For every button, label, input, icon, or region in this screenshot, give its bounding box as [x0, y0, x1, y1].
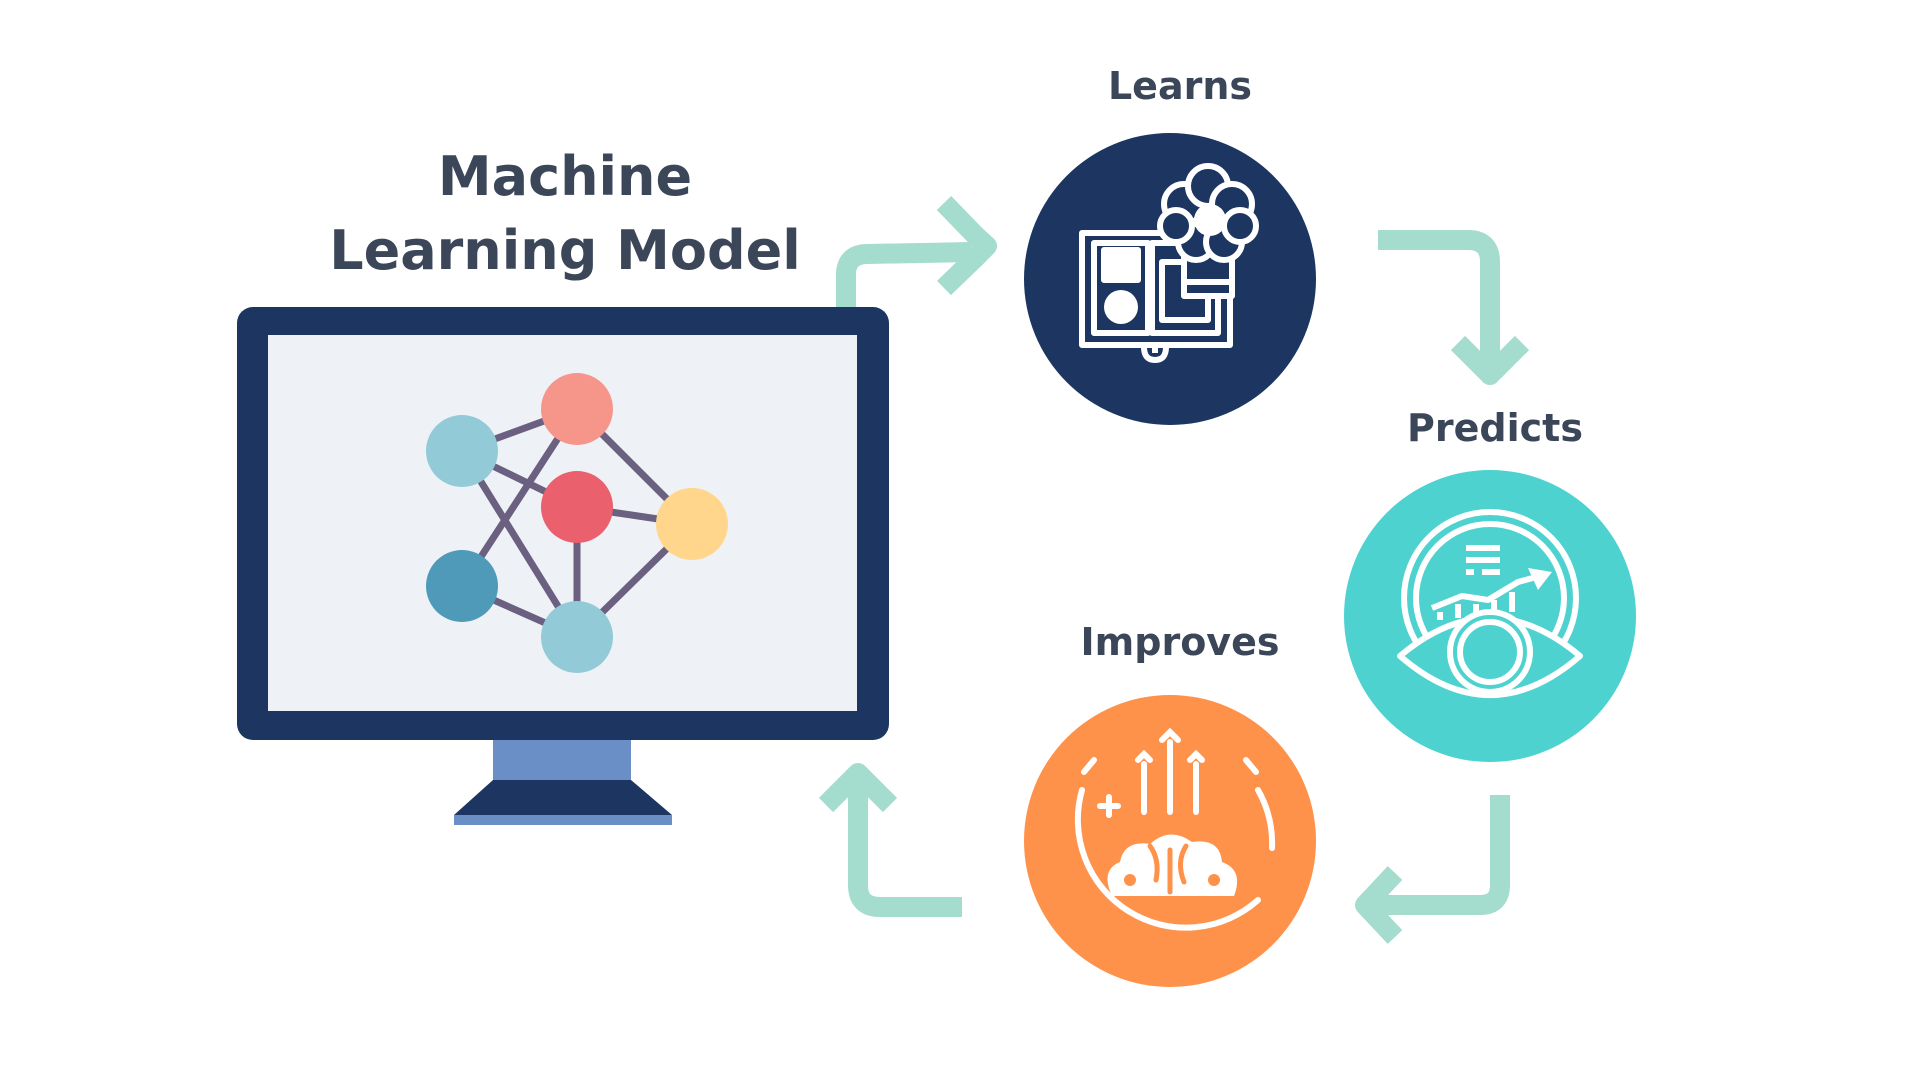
monitor-base — [454, 780, 672, 815]
title-line-1: Machine — [437, 145, 693, 208]
network-node — [541, 373, 613, 445]
title-line-2: Learning Model — [329, 219, 801, 282]
improves-step — [1024, 695, 1316, 987]
monitor-neck — [493, 740, 631, 782]
monitor-base-edge — [454, 815, 672, 825]
predicts-step — [1344, 470, 1636, 762]
diagram-title: Machine Learning Model — [310, 140, 820, 288]
arrow-to-improves — [1355, 795, 1510, 944]
network-node — [426, 550, 498, 622]
book-brain-icon — [1079, 163, 1259, 363]
predicts-label: Predicts — [1407, 406, 1583, 450]
brain-growth-icon — [1074, 727, 1276, 931]
arrow-to-predicts — [1378, 230, 1530, 385]
arrow-to-learns — [836, 196, 997, 310]
neural-network — [426, 373, 728, 673]
eye-chart-icon — [1397, 509, 1583, 698]
learns-label: Learns — [1107, 64, 1253, 108]
improves-label: Improves — [1080, 620, 1280, 664]
network-node — [541, 601, 613, 673]
network-node — [656, 488, 728, 560]
network-node — [541, 471, 613, 543]
learns-step — [1024, 133, 1316, 425]
arrow-to-monitor — [818, 763, 962, 917]
cycle-arrows — [818, 196, 1530, 944]
network-node — [426, 415, 498, 487]
monitor — [237, 307, 889, 825]
